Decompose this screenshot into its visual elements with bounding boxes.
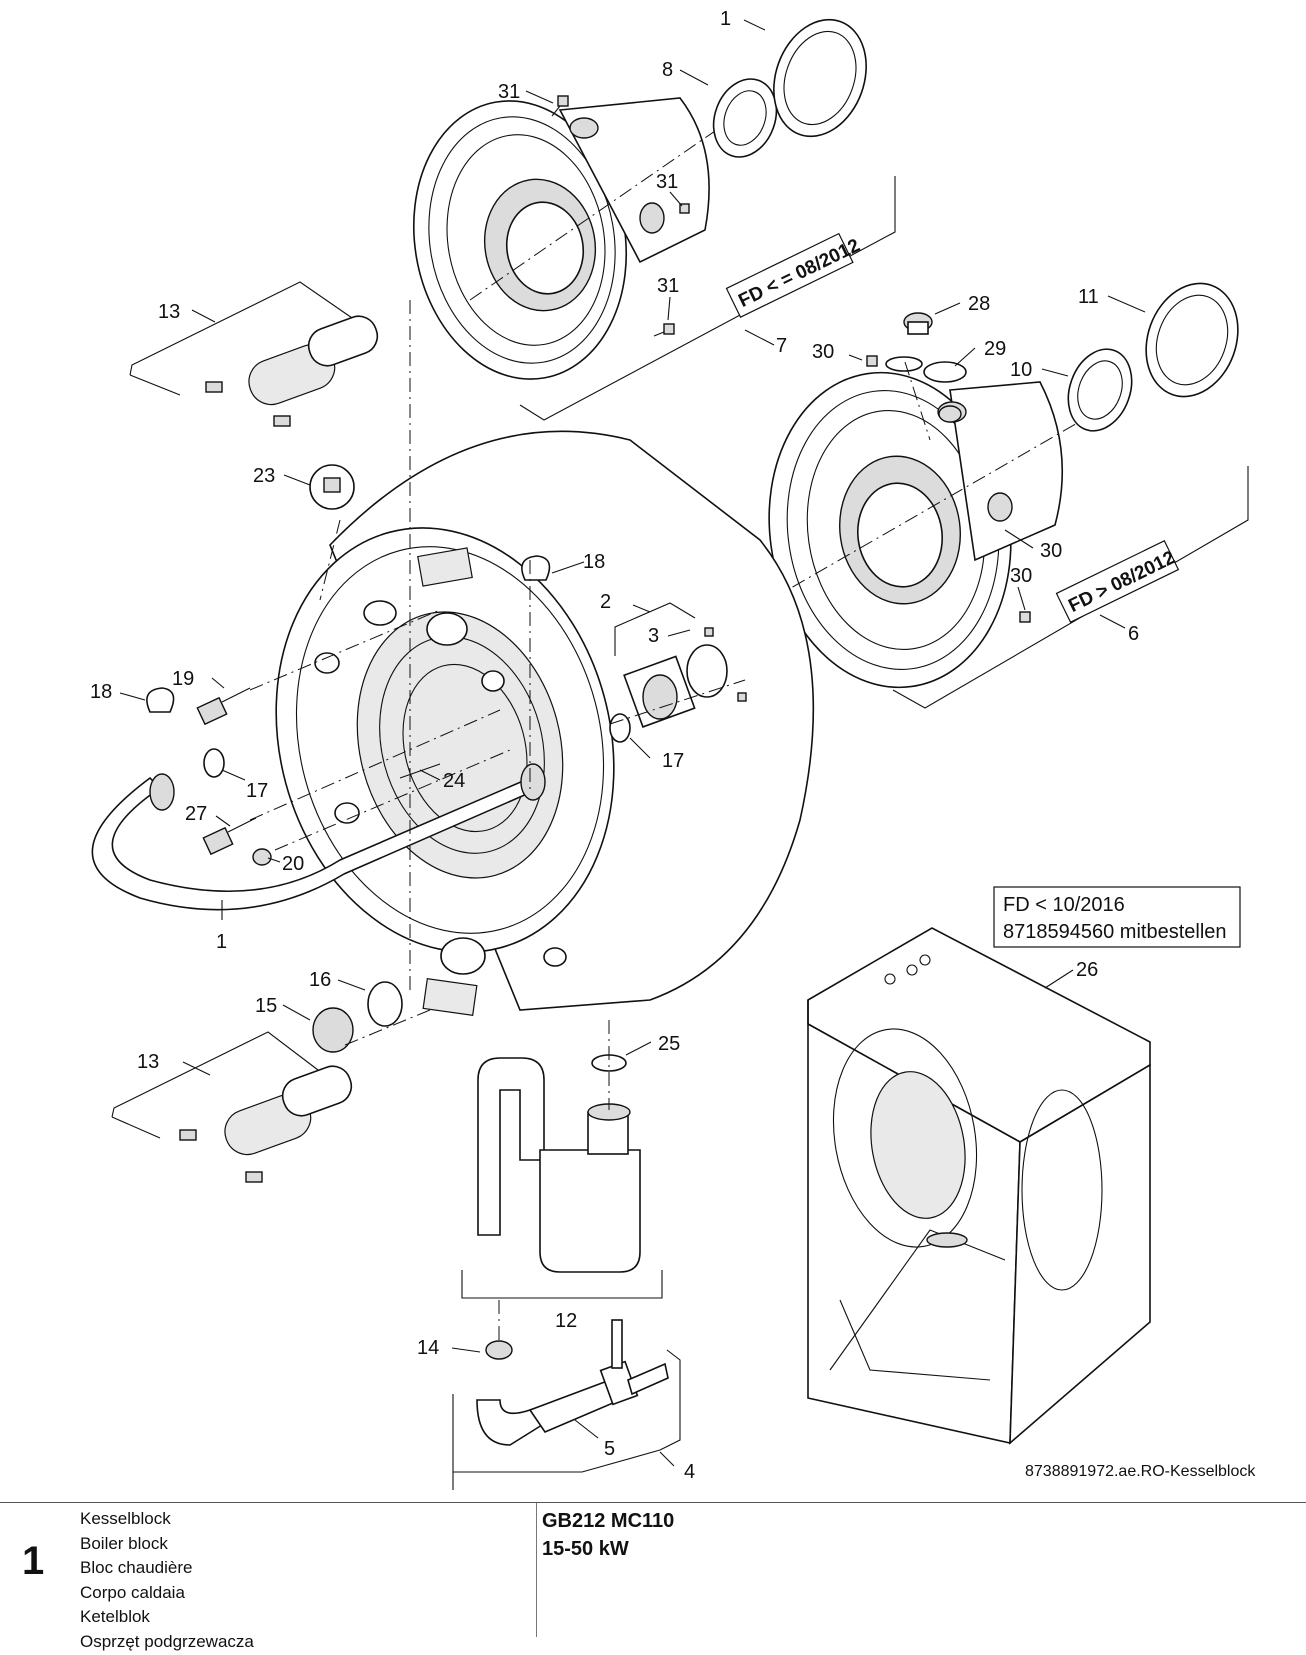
order-note-line1: FD < 10/2016	[1003, 894, 1125, 916]
title-it: Corpo caldaia	[80, 1582, 185, 1602]
siphon-12	[461, 1020, 663, 1299]
order-note-line2: 8718594560 mitbestellen	[1003, 921, 1227, 943]
sensor-27	[202, 817, 257, 856]
label-29: 29	[984, 338, 1006, 360]
model-name: GB212 MC110	[542, 1510, 675, 1532]
label-30-c: 30	[1010, 565, 1032, 587]
label-13-top: 13	[158, 301, 180, 323]
title-fr: Bloc chaudière	[80, 1558, 193, 1578]
seal-11	[1145, 282, 1239, 398]
o-ring-17-right	[609, 713, 631, 743]
seal-9	[773, 18, 867, 138]
label-17-right: 17	[662, 750, 684, 772]
axis-fitting	[344, 1009, 431, 1046]
clip-18-right	[521, 555, 551, 581]
connection-flange-2	[614, 602, 747, 728]
cover-13-top	[129, 281, 379, 427]
axis-sensor-27	[249, 709, 501, 821]
old-burner-flange	[412, 97, 761, 380]
boiler-block-body	[275, 430, 815, 1017]
axis-cap	[319, 519, 341, 601]
order-note-box: FD < 10/2016 8718594560 mitbestellen	[993, 886, 1241, 948]
screw-31-set	[551, 95, 690, 337]
seal-10	[1067, 348, 1133, 432]
o-ring-17-left	[203, 748, 225, 778]
title-nl: Ketelblok	[80, 1607, 150, 1627]
page-number: 1	[22, 1539, 45, 1583]
version-note-new: FD > 08/2012	[1055, 540, 1180, 623]
label-30-b: 30	[1040, 540, 1062, 562]
label-31-c: 31	[657, 275, 679, 297]
label-17-left: 17	[246, 780, 268, 802]
inspection-cap-28-29	[866, 312, 1031, 623]
model-power: 15-50 kW	[542, 1538, 629, 1560]
label-16: 16	[309, 969, 331, 991]
label-7: 7	[776, 335, 787, 357]
title-block-divider	[536, 1503, 537, 1637]
label-28: 28	[968, 293, 990, 315]
label-15: 15	[255, 995, 277, 1017]
label-3: 3	[648, 625, 659, 647]
label-4: 4	[684, 1461, 695, 1483]
variant-old-group	[519, 176, 896, 421]
new-burner-flange	[768, 371, 1101, 689]
sensor-19	[196, 687, 251, 726]
title-en: Boiler block	[80, 1533, 168, 1553]
version-note-old: FD < = 08/2012	[725, 232, 863, 318]
cap-23	[309, 464, 355, 510]
label-11: 11	[1078, 286, 1099, 308]
label-24: 24	[443, 770, 465, 792]
label-5: 5	[604, 1438, 615, 1460]
label-14: 14	[417, 1337, 439, 1359]
label-20: 20	[282, 853, 304, 875]
label-26: 26	[1076, 959, 1098, 981]
cover-13-bottom	[111, 1031, 353, 1183]
label-30-a: 30	[812, 341, 834, 363]
seal-8	[712, 78, 778, 158]
fitting-15-16	[312, 981, 403, 1053]
label-31-b: 31	[656, 171, 678, 193]
label-6: 6	[1128, 623, 1139, 645]
label-18-right: 18	[583, 551, 605, 573]
label-1: 1	[216, 931, 227, 953]
drawing-id: 8738891972.ae.RO-Kesselblock	[1025, 1463, 1256, 1480]
leader-lines	[119, 19, 1146, 1467]
label-27: 27	[185, 803, 207, 825]
assembled-unit-overview	[807, 927, 1151, 1445]
label-12: 12	[555, 1310, 577, 1332]
title-translations: Kesselblock Boiler block Bloc chaudière …	[80, 1507, 254, 1655]
part-number-labels: 1 8 31 31 31 7 28 29 30 11 10 30 30 6 13…	[90, 8, 1139, 1483]
label-25: 25	[658, 1033, 680, 1055]
model-info: GB212 MC110 15-50 kW	[542, 1507, 674, 1563]
exploded-parts-diagram: 1 8 31 31 31 7 28 29 30 11 10 30 30 6 13…	[90, 8, 1256, 1490]
label-18-left: 18	[90, 681, 112, 703]
water-pipe	[91, 763, 546, 911]
label-2: 2	[600, 591, 611, 613]
label-9: 1	[720, 8, 731, 30]
title-block: 1 Kesselblock Boiler block Bloc chaudièr…	[0, 1502, 1306, 1651]
label-23: 23	[253, 465, 275, 487]
label-13-bottom: 13	[137, 1051, 159, 1073]
drain-4-5	[452, 1300, 681, 1490]
bolt-24-nut-20	[252, 763, 441, 866]
clip-18-left	[146, 687, 175, 713]
label-8: 8	[662, 59, 673, 81]
title-pl: Osprzęt podgrzewacza	[80, 1631, 254, 1651]
title-de: Kesselblock	[80, 1509, 171, 1528]
label-31-a: 31	[498, 81, 520, 103]
axis-nut-20	[274, 749, 511, 851]
label-10: 10	[1010, 359, 1032, 381]
axis-sensor-19	[249, 609, 441, 691]
version-note-old-text: FD < = 08/2012	[735, 235, 863, 312]
label-19: 19	[172, 668, 194, 690]
